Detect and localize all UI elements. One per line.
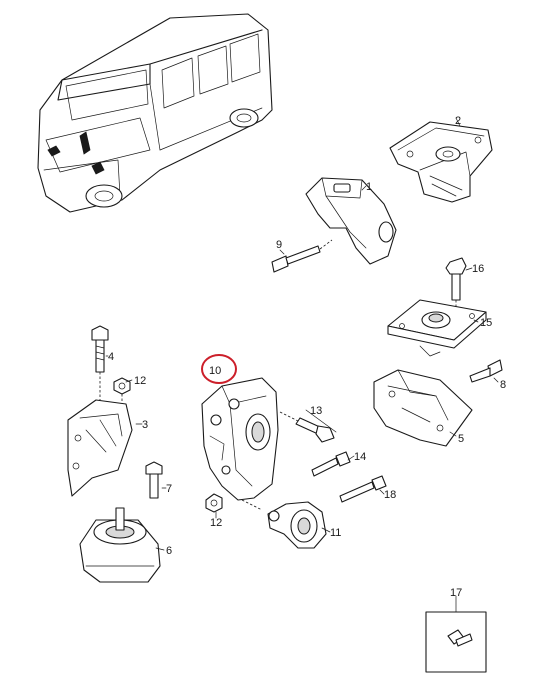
leader-lines	[105, 117, 499, 613]
part-1-housing	[305, 177, 397, 265]
callout-12-lower: 12	[210, 517, 222, 529]
part-7-bolt	[145, 461, 163, 499]
highlight-circle	[201, 354, 237, 384]
part-15-mount-pad	[387, 299, 487, 357]
part-10-engine-bracket	[201, 377, 279, 511]
callout-11: 11	[330, 527, 341, 539]
callout-8: 8	[500, 379, 506, 391]
callout-7: 7	[166, 483, 172, 495]
part-9-bolt	[271, 239, 333, 273]
part-18-bolt	[339, 475, 387, 503]
callout-14: 14	[354, 451, 366, 463]
callout-17: 17	[450, 587, 462, 599]
part-13-bolt	[279, 411, 335, 443]
part-17-inset	[425, 611, 487, 673]
part-12-nut-lower	[205, 493, 223, 513]
callout-13: 13	[310, 405, 322, 417]
callout-6: 6	[166, 545, 172, 557]
callout-4: 4	[108, 351, 114, 363]
callout-numbers: 2 1 9 16 15 4 10 12 8 13 3 5 14 7 18 12 …	[108, 115, 506, 599]
callout-2: 2	[455, 115, 461, 127]
callout-12-upper: 12	[134, 375, 146, 387]
part-11-torque-rod	[267, 501, 327, 549]
callout-5: 5	[458, 433, 464, 445]
part-4-bolt	[91, 325, 109, 400]
part-8-bolt	[469, 359, 503, 383]
callout-16: 16	[472, 263, 484, 275]
callout-15: 15	[480, 317, 492, 329]
callout-10: 10	[209, 365, 221, 377]
part-5-side-bracket	[373, 369, 473, 447]
part-6-rubber-mount	[79, 507, 161, 583]
callout-3: 3	[142, 419, 148, 431]
callout-18: 18	[384, 489, 396, 501]
part-2-bracket	[389, 121, 493, 203]
callout-9: 9	[276, 239, 282, 251]
callout-1: 1	[366, 181, 372, 193]
van-illustration	[37, 13, 273, 213]
part-14-bolt	[311, 451, 351, 477]
part-3-bracket	[67, 399, 133, 497]
part-16-bolt	[445, 257, 467, 316]
